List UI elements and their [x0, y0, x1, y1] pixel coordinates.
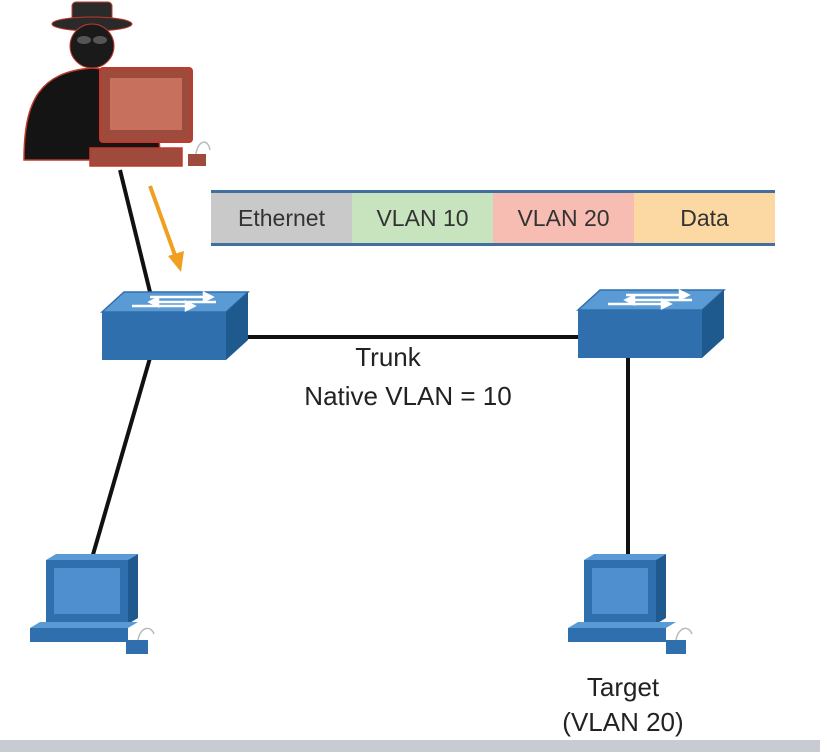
target-vlan-label: (VLAN 20) [562, 707, 684, 737]
bottom-bar [0, 740, 820, 752]
native-vlan-label: Native VLAN = 10 [304, 381, 512, 411]
trunk-label: Trunk [355, 342, 421, 372]
frame-segment-vlan-20: VLAN 20 [493, 193, 634, 243]
double-tagged-frame: Ethernet VLAN 10 VLAN 20 Data [211, 190, 775, 246]
frame-segment-vlan-10: VLAN 10 [352, 193, 493, 243]
target-pc-icon [568, 554, 693, 654]
left-switch-icon [100, 290, 250, 360]
frame-segment-ethernet: Ethernet [211, 193, 352, 243]
left-pc-icon [30, 554, 155, 654]
right-switch-icon [576, 288, 726, 358]
target-label: Target [586, 672, 660, 702]
attacker-to-switch-link [118, 169, 152, 293]
packet-direction-arrow [148, 185, 184, 272]
frame-segment-data: Data [634, 193, 775, 243]
attacker-hacker-icon [23, 1, 211, 167]
left-switch-to-pc-link [90, 357, 152, 559]
